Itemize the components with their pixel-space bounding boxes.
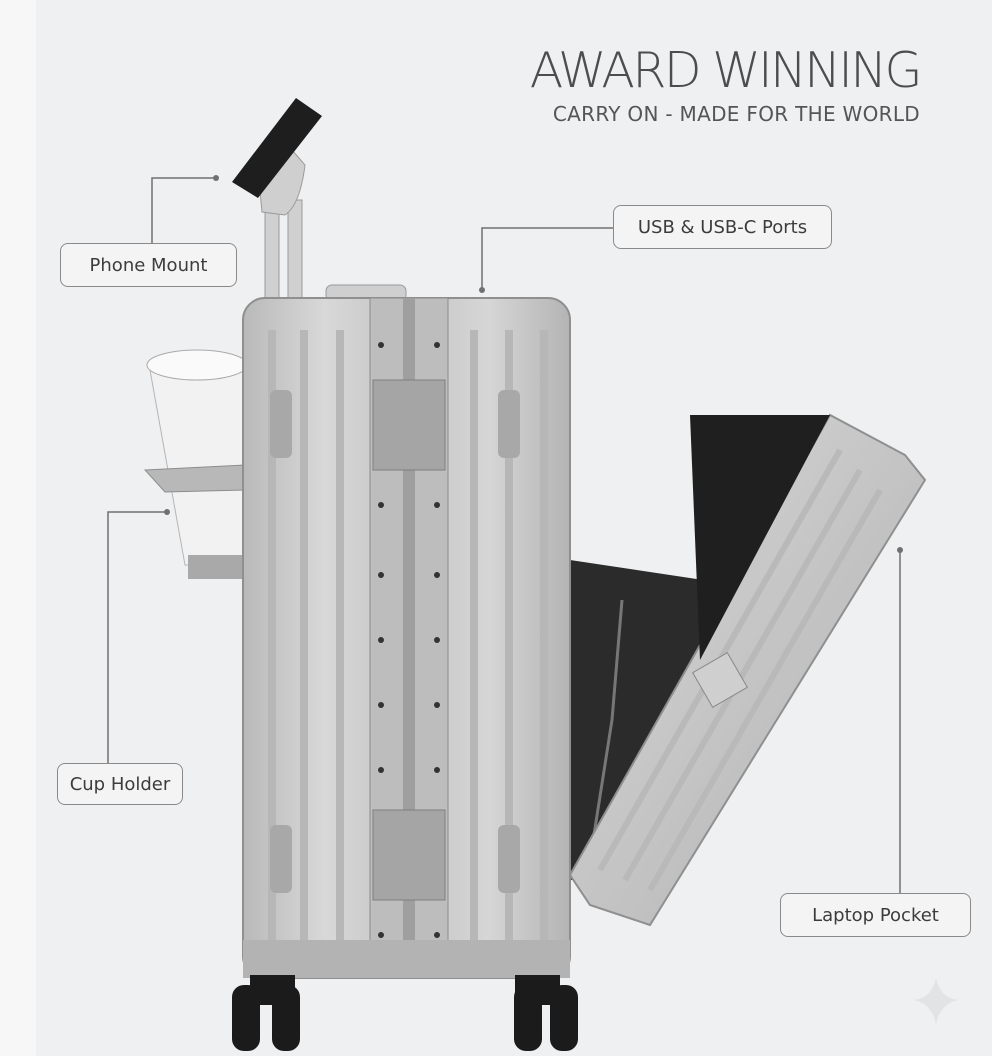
usb-ports-label: USB & USB-C Ports: [613, 205, 832, 249]
sparkle-icon: [914, 978, 958, 1024]
wheels: [232, 975, 578, 1051]
subheadline: CARRY ON - MADE FOR THE WORLD: [552, 102, 920, 126]
suitcase-body: [242, 297, 571, 979]
laptop-pocket-label: Laptop Pocket: [780, 893, 971, 937]
callout-lines: [107, 177, 901, 893]
laptop-pocket-lid: [568, 413, 927, 927]
phone-mount: [232, 98, 322, 306]
phone-mount-label: Phone Mount: [60, 243, 237, 287]
cup-holder-label: Cup Holder: [57, 763, 183, 805]
headline: AWARD WINNING: [529, 42, 923, 99]
heading-block: AWARD WINNING CARRY ON - MADE FOR THE WO…: [529, 42, 923, 128]
cup-holder: [143, 349, 248, 579]
